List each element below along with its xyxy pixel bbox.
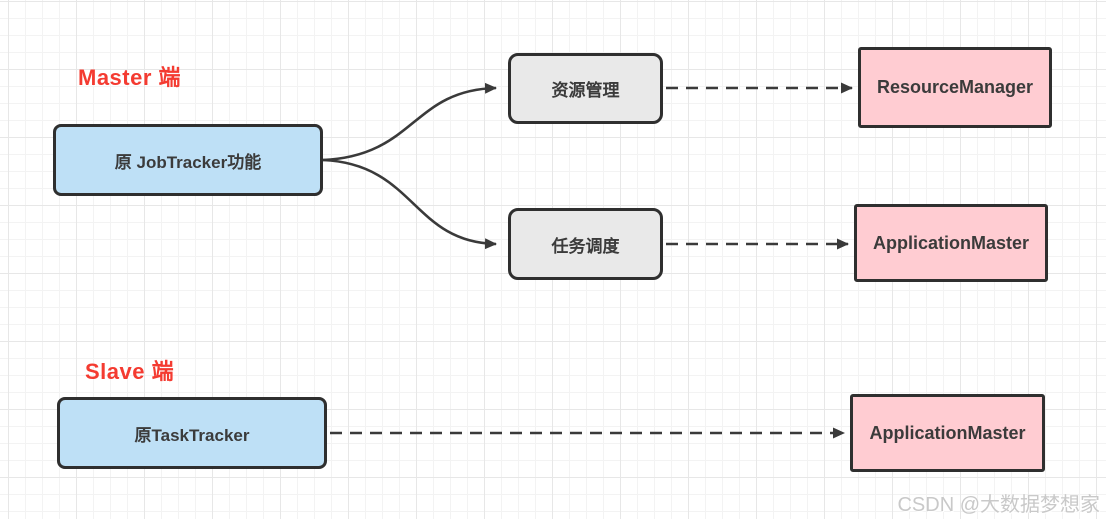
node-resourcemanager: ResourceManager bbox=[858, 47, 1052, 128]
edge-jobtracker-to-resource-mgmt bbox=[322, 82, 497, 162]
edge-jobtracker-to-task-scheduling bbox=[322, 158, 497, 250]
node-task-scheduling: 任务调度 bbox=[508, 208, 663, 280]
node-applicationmaster-master: ApplicationMaster bbox=[854, 204, 1048, 282]
master-section-label: Master 端 bbox=[78, 65, 182, 90]
slave-section-label: Slave 端 bbox=[85, 359, 175, 384]
node-resource-mgmt: 资源管理 bbox=[508, 53, 663, 124]
node-applicationmaster-slave: ApplicationMaster bbox=[850, 394, 1045, 472]
node-jobtracker: 原 JobTracker功能 bbox=[53, 124, 323, 196]
node-tasktracker: 原TaskTracker bbox=[57, 397, 327, 469]
watermark: CSDN @大数据梦想家 bbox=[897, 494, 1100, 516]
